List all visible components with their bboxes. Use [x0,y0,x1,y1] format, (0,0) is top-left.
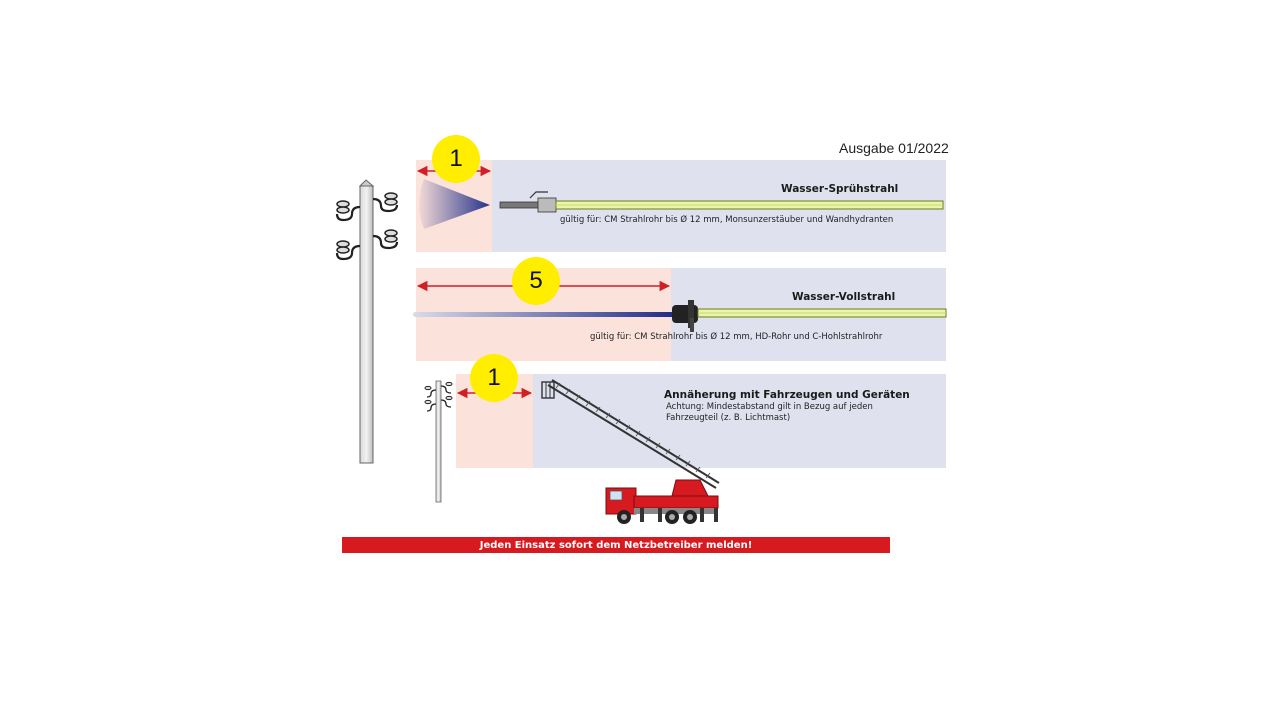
water-jet [413,312,675,317]
hose-icon [697,308,947,318]
distance-badge: 1 [432,135,480,183]
jet-nozzle-icon [672,300,698,332]
spray-nozzle-icon [499,191,557,213]
panel-spray [416,160,946,252]
turntable-ladder-icon [541,379,720,489]
panel-note: gültig für: CM Strahlrohr bis Ø 12 mm, M… [560,215,894,225]
utility-pole-icon [335,179,399,464]
small-utility-pole-icon [424,380,453,503]
panel-note: gültig für: CM Strahlrohr bis Ø 12 mm, H… [590,332,883,342]
panel-title: Annäherung mit Fahrzeugen und Geräten [664,389,910,401]
panel-vehicles [456,374,946,468]
distance-badge: 1 [470,354,518,402]
panel-background [533,374,946,468]
distance-badge: 5 [512,257,560,305]
alert-banner: Jeden Einsatz sofort dem Netzbetreiber m… [342,537,890,553]
edition-label: Ausgabe 01/2022 [839,140,949,156]
hose-icon [555,200,944,210]
panel-title: Wasser-Vollstrahl [792,291,896,303]
panel-note: Achtung: Mindestabstand gilt in Bezug au… [666,402,873,423]
water-spray [419,179,490,229]
panel-title: Wasser-Sprühstrahl [781,183,899,195]
panel-full-jet [413,268,947,361]
fire-truck-icon [541,379,720,524]
